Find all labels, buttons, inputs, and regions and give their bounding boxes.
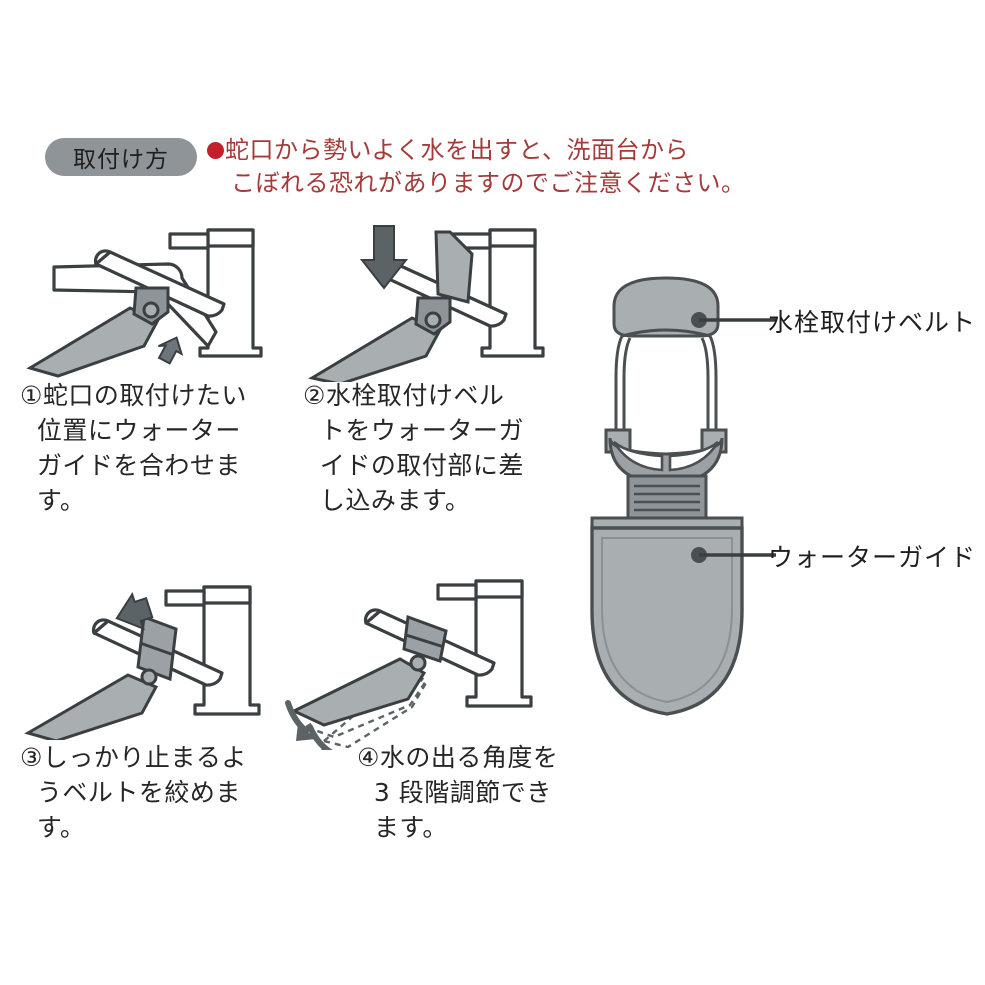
curved-rotation-arrow-2 [307, 724, 333, 750]
guide-position-2-outline [303, 665, 428, 739]
step-4-drawing [285, 579, 533, 750]
down-arrow-icon [359, 225, 409, 290]
step-3-illustration [18, 555, 303, 740]
callout-label-guide: ウォーターガイド [768, 543, 977, 572]
callout-leader-belt [691, 312, 776, 328]
product-diagram [570, 270, 770, 730]
water-guide-body [590, 526, 744, 716]
clamp-shape [402, 614, 448, 672]
warning-line-1-text: 蛇口から勢いよく水を出すと、洗面台から [225, 136, 690, 164]
step-4-illustration [280, 555, 580, 750]
step-2-drawing [307, 225, 545, 382]
clamp-shape [414, 296, 452, 336]
step-1-illustration [18, 212, 303, 382]
up-right-arrow-icon [157, 336, 184, 365]
header: 取付け方 蛇口から勢いよく水を出すと、洗面台から こぼれる恐れがありますのでご注… [45, 136, 945, 206]
step-2-illustration [300, 212, 585, 382]
step-3-text: ③しっかり止まるよ うベルトを絞めま す。 [20, 743, 247, 842]
callout-label-belt: 水栓取付けベルト [768, 308, 977, 337]
callout-leader-guide [691, 547, 776, 563]
left-arrow-icon [115, 592, 154, 631]
buckle-body [608, 437, 724, 486]
bullet-icon [207, 142, 224, 159]
step-3-drawing [24, 585, 261, 740]
curved-rotation-arrow-1 [285, 700, 316, 741]
step-1-drawing [26, 228, 263, 378]
step-1-text: ①蛇口の取付けたい 位置にウォーター ガイドを合わせま す。 [20, 381, 247, 515]
step-4-text: ④水の出る角度を 3 段階調節でき ます。 [357, 743, 559, 842]
warning-line-1: 蛇口から勢いよく水を出すと、洗面台から [207, 134, 907, 167]
warning-line-2: こぼれる恐れがありますのでご注意ください。 [231, 169, 746, 197]
belt-buckle-shape [136, 614, 178, 686]
belt-loop [614, 328, 718, 430]
belt-strap-shape [434, 230, 474, 304]
section-badge-label: 取付け方 [73, 147, 169, 173]
water-guide-shape [26, 306, 161, 378]
section-badge: 取付け方 [45, 138, 197, 176]
step-2-text: ②水栓取付けベル トをウォーターガ イドの取付部に差 し込みます。 [303, 381, 524, 515]
warning-notice: 蛇口から勢いよく水を出すと、洗面台から こぼれる恐れがありますのでご注意ください… [207, 134, 907, 200]
ribbed-clamp-block [626, 474, 708, 522]
guide-position-1-shape [290, 657, 427, 727]
clamp-shape [132, 286, 170, 326]
product-drawing [590, 276, 744, 716]
